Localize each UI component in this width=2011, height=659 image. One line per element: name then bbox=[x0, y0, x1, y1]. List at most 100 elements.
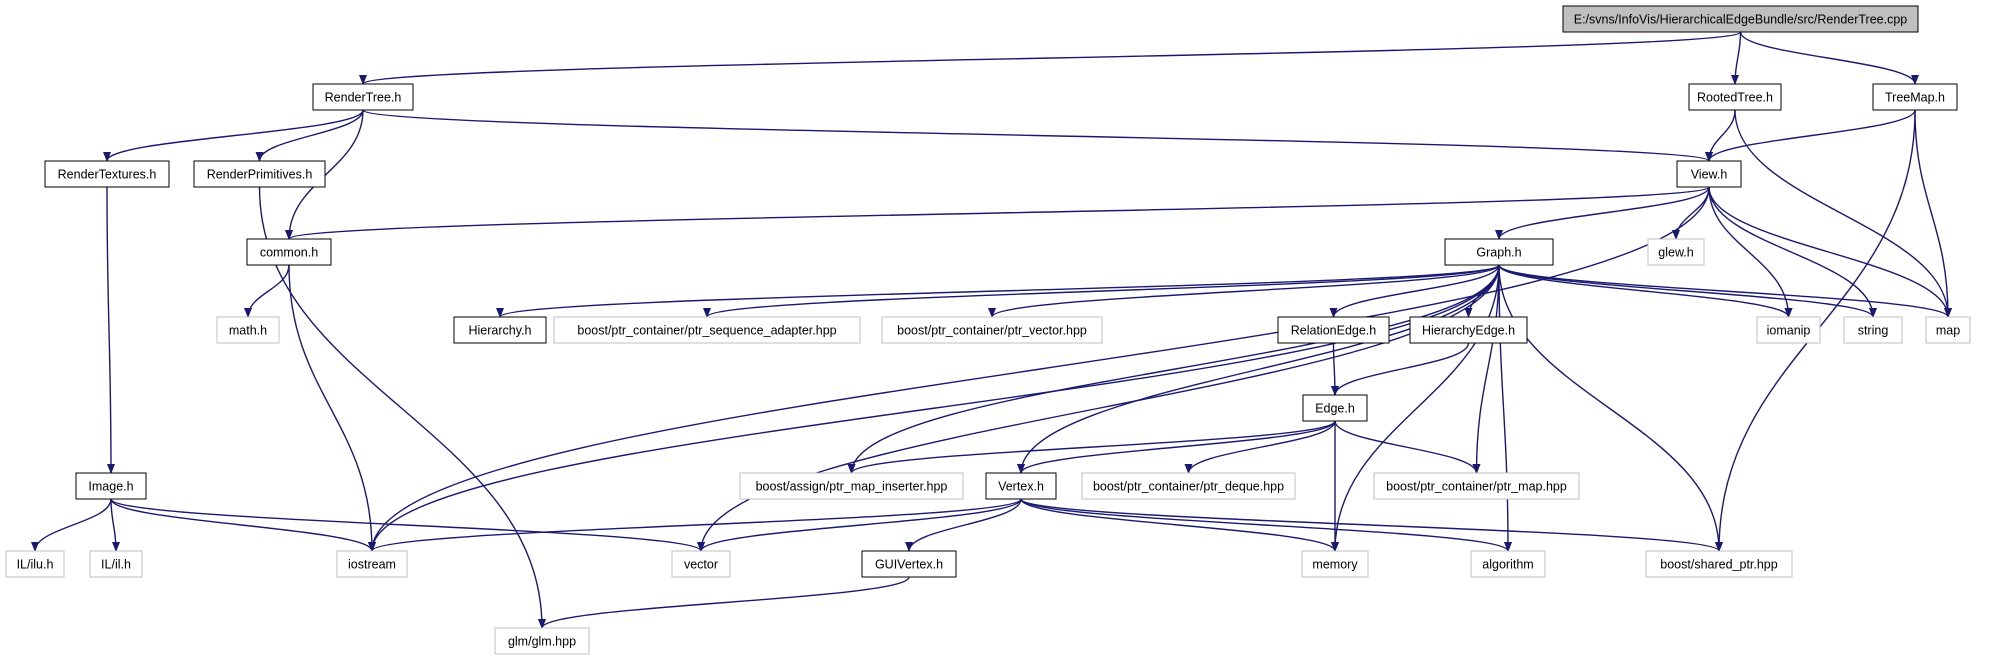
node-label-string: string bbox=[1858, 324, 1889, 338]
edge-graph-to-hierarchy bbox=[496, 264, 1500, 318]
node-guivertex[interactable]: GUIVertex.h bbox=[861, 550, 957, 578]
edge-view-to-glew bbox=[1672, 186, 1710, 240]
edge-vertex-to-sharedptr bbox=[1020, 498, 1723, 552]
node-ptrvec: boost/ptr_container/ptr_vector.hpp bbox=[881, 316, 1103, 344]
node-label-treemap: TreeMap.h bbox=[1885, 91, 1945, 105]
node-ptrseq: boost/ptr_container/ptr_sequence_adapter… bbox=[553, 316, 861, 344]
edge-view-to-graph bbox=[1495, 186, 1710, 240]
node-box-vector bbox=[671, 550, 731, 578]
edge-hierarchyedge-to-edge bbox=[1331, 342, 1470, 396]
node-box-rendertextures bbox=[44, 160, 170, 188]
node-relationedge[interactable]: RelationEdge.h bbox=[1277, 316, 1390, 344]
edge-graph-to-vector bbox=[697, 264, 1500, 552]
node-label-sharedptr: boost/shared_ptr.hpp bbox=[1660, 558, 1777, 572]
edge-vertex-to-memory bbox=[1020, 498, 1339, 552]
edge-vertex-to-algorithm bbox=[1020, 498, 1512, 552]
node-common[interactable]: common.h bbox=[246, 238, 332, 266]
node-label-hierarchyedge: HierarchyEdge.h bbox=[1422, 324, 1515, 338]
edge-vertex-to-guivertex bbox=[905, 498, 1022, 552]
node-map: map bbox=[1925, 316, 1971, 344]
edge-vertex-to-vector bbox=[697, 498, 1022, 552]
edge-graph-to-vertex bbox=[1017, 264, 1500, 474]
node-label-vector: vector bbox=[684, 558, 718, 572]
edge-treemap-to-view bbox=[1705, 109, 1916, 162]
edge-image-to-il bbox=[110, 498, 120, 552]
edge-graph-to-ptrmap bbox=[1472, 264, 1500, 474]
edge-edge-to-ptrmapins bbox=[847, 420, 1336, 474]
edge-common-to-math bbox=[244, 264, 290, 318]
node-label-view: View.h bbox=[1691, 168, 1728, 182]
node-box-memory bbox=[1301, 550, 1369, 578]
node-label-vertex: Vertex.h bbox=[998, 480, 1044, 494]
edge-edge-to-vertex bbox=[1017, 420, 1336, 474]
node-box-map bbox=[1925, 316, 1971, 344]
edge-rendertextures-to-image bbox=[106, 186, 115, 474]
node-ptrmap: boost/ptr_container/ptr_map.hpp bbox=[1373, 472, 1580, 500]
node-box-hierarchy bbox=[453, 316, 547, 344]
node-box-relationedge bbox=[1277, 316, 1390, 344]
node-box-iostream bbox=[336, 550, 408, 578]
node-box-il bbox=[89, 550, 143, 578]
node-memory: memory bbox=[1301, 550, 1369, 578]
node-label-map: map bbox=[1936, 324, 1960, 338]
node-label-image: Image.h bbox=[88, 480, 133, 494]
edge-root-to-treemap bbox=[1739, 31, 1919, 85]
edge-rendertree-to-rendertextures bbox=[103, 109, 364, 162]
node-image[interactable]: Image.h bbox=[75, 472, 147, 500]
edge-image-to-vector bbox=[110, 498, 705, 552]
edge-guivertex-to-glm bbox=[538, 576, 910, 629]
node-string: string bbox=[1843, 316, 1903, 344]
nodes-layer: E:/svns/InfoVis/HierarchicalEdgeBundle/s… bbox=[5, 5, 1971, 655]
node-hierarchy[interactable]: Hierarchy.h bbox=[453, 316, 547, 344]
node-label-iomanip: iomanip bbox=[1767, 324, 1811, 338]
node-box-rootedtree bbox=[1688, 83, 1782, 111]
node-label-algorithm: algorithm bbox=[1482, 558, 1533, 572]
edge-view-to-string bbox=[1708, 186, 1877, 318]
node-label-glm: glm/glm.hpp bbox=[508, 635, 576, 649]
node-box-common bbox=[246, 238, 332, 266]
node-label-ptrmapins: boost/assign/ptr_map_inserter.hpp bbox=[756, 480, 948, 494]
edge-root-to-rootedtree bbox=[1731, 31, 1742, 85]
node-edge[interactable]: Edge.h bbox=[1302, 394, 1368, 422]
node-label-iostream: iostream bbox=[348, 558, 396, 572]
node-graph[interactable]: Graph.h bbox=[1444, 238, 1554, 266]
node-label-memory: memory bbox=[1312, 558, 1358, 572]
node-math: math.h bbox=[216, 316, 280, 344]
node-rendertree[interactable]: RenderTree.h bbox=[312, 83, 414, 111]
edge-edge-to-ptrdeque bbox=[1184, 420, 1336, 474]
node-box-root bbox=[1562, 5, 1919, 33]
node-label-ptrvec: boost/ptr_container/ptr_vector.hpp bbox=[897, 324, 1087, 338]
node-ptrdeque: boost/ptr_container/ptr_deque.hpp bbox=[1081, 472, 1296, 500]
edge-view-to-iostream bbox=[368, 186, 1710, 552]
edge-rootedtree-to-map bbox=[1734, 109, 1952, 318]
node-ptrmapins: boost/assign/ptr_map_inserter.hpp bbox=[739, 472, 964, 500]
node-box-ilu bbox=[5, 550, 65, 578]
node-hierarchyedge[interactable]: HierarchyEdge.h bbox=[1409, 316, 1528, 344]
node-view[interactable]: View.h bbox=[1676, 160, 1742, 188]
node-box-ptrseq bbox=[553, 316, 861, 344]
node-root[interactable]: E:/svns/InfoVis/HierarchicalEdgeBundle/s… bbox=[1562, 5, 1919, 33]
edge-graph-to-algorithm bbox=[1498, 264, 1512, 552]
node-sharedptr: boost/shared_ptr.hpp bbox=[1645, 550, 1793, 578]
node-label-ptrdeque: boost/ptr_container/ptr_deque.hpp bbox=[1093, 480, 1284, 494]
edge-graph-to-string bbox=[1498, 264, 1877, 318]
node-vertex[interactable]: Vertex.h bbox=[985, 472, 1057, 500]
node-label-edge: Edge.h bbox=[1315, 402, 1355, 416]
node-label-rootedtree: RootedTree.h bbox=[1697, 91, 1773, 105]
node-glm: glm/glm.hpp bbox=[494, 627, 590, 655]
node-label-renderprimitives: RenderPrimitives.h bbox=[207, 168, 313, 182]
edges-layer bbox=[31, 31, 1952, 629]
node-rootedtree[interactable]: RootedTree.h bbox=[1688, 83, 1782, 111]
node-treemap[interactable]: TreeMap.h bbox=[1872, 83, 1958, 111]
edge-graph-to-ptrvec bbox=[988, 264, 1500, 318]
node-renderprimitives[interactable]: RenderPrimitives.h bbox=[193, 160, 326, 188]
node-box-sharedptr bbox=[1645, 550, 1793, 578]
node-rendertextures[interactable]: RenderTextures.h bbox=[44, 160, 170, 188]
edge-common-to-iostream bbox=[288, 264, 376, 552]
node-label-ptrseq: boost/ptr_container/ptr_sequence_adapter… bbox=[577, 324, 836, 338]
edge-graph-to-sharedptr bbox=[1498, 264, 1723, 552]
edge-image-to-iostream bbox=[110, 498, 376, 552]
edge-rendertree-to-renderprimitives bbox=[255, 109, 364, 162]
node-label-relationedge: RelationEdge.h bbox=[1291, 324, 1377, 338]
